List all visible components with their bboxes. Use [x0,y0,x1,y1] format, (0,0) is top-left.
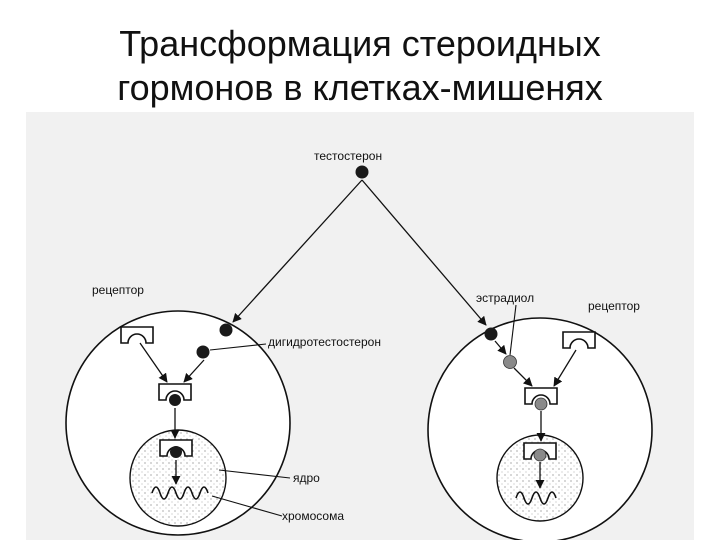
testosterone-in-left-cell [219,323,233,337]
right-free-receptor [562,331,596,349]
left-bound-receptor [158,383,192,401]
nucleus-label-pointer [218,469,291,479]
arrow-estradiol-to-receptor [513,367,533,387]
dht-molecule [196,345,210,359]
estradiol-label-pointer [509,304,517,356]
left-chromosome [151,486,209,500]
label-dht: дигидротестостерон [268,335,381,349]
label-receptor-left: рецептор [92,283,144,297]
right-bound-receptor [524,387,558,405]
label-receptor-right: рецептор [588,299,640,313]
left-free-receptor [120,326,154,344]
left-bound-hormone [169,394,181,406]
testosterone-molecule [355,165,369,179]
label-nucleus: ядро [293,471,320,485]
arrow-receptor-down-left [139,342,168,383]
label-estradiol: эстрадиол [476,291,534,305]
left-cell-membrane [65,310,291,536]
arrow-testosterone-to-left-cell [232,179,363,323]
dht-label-pointer [209,343,267,351]
arrow-testosterone-to-right-cell [361,179,487,326]
right-nuclear-hormone [533,448,547,462]
right-cell-membrane [427,317,653,540]
chromosome-label-pointer [211,495,283,517]
title-line-1: Трансформация стероидных [119,23,601,64]
right-chromosome [515,491,557,505]
title-line-2: гормонов в клетках-мишенях [117,67,603,108]
arrow-dht-to-receptor [183,359,205,383]
left-nuclear-hormone [170,446,182,458]
label-testosterone: тестостерон [314,149,382,163]
arrow-receptor-down-right [553,349,577,387]
testosterone-in-right-cell [484,327,498,341]
label-chromosome: хромосома [282,509,344,523]
slide-title: Трансформация стероидных гормонов в клет… [0,22,720,110]
right-bound-hormone [534,397,548,411]
estradiol-molecule [503,355,517,369]
arrow-testosterone-to-estradiol [494,340,507,355]
